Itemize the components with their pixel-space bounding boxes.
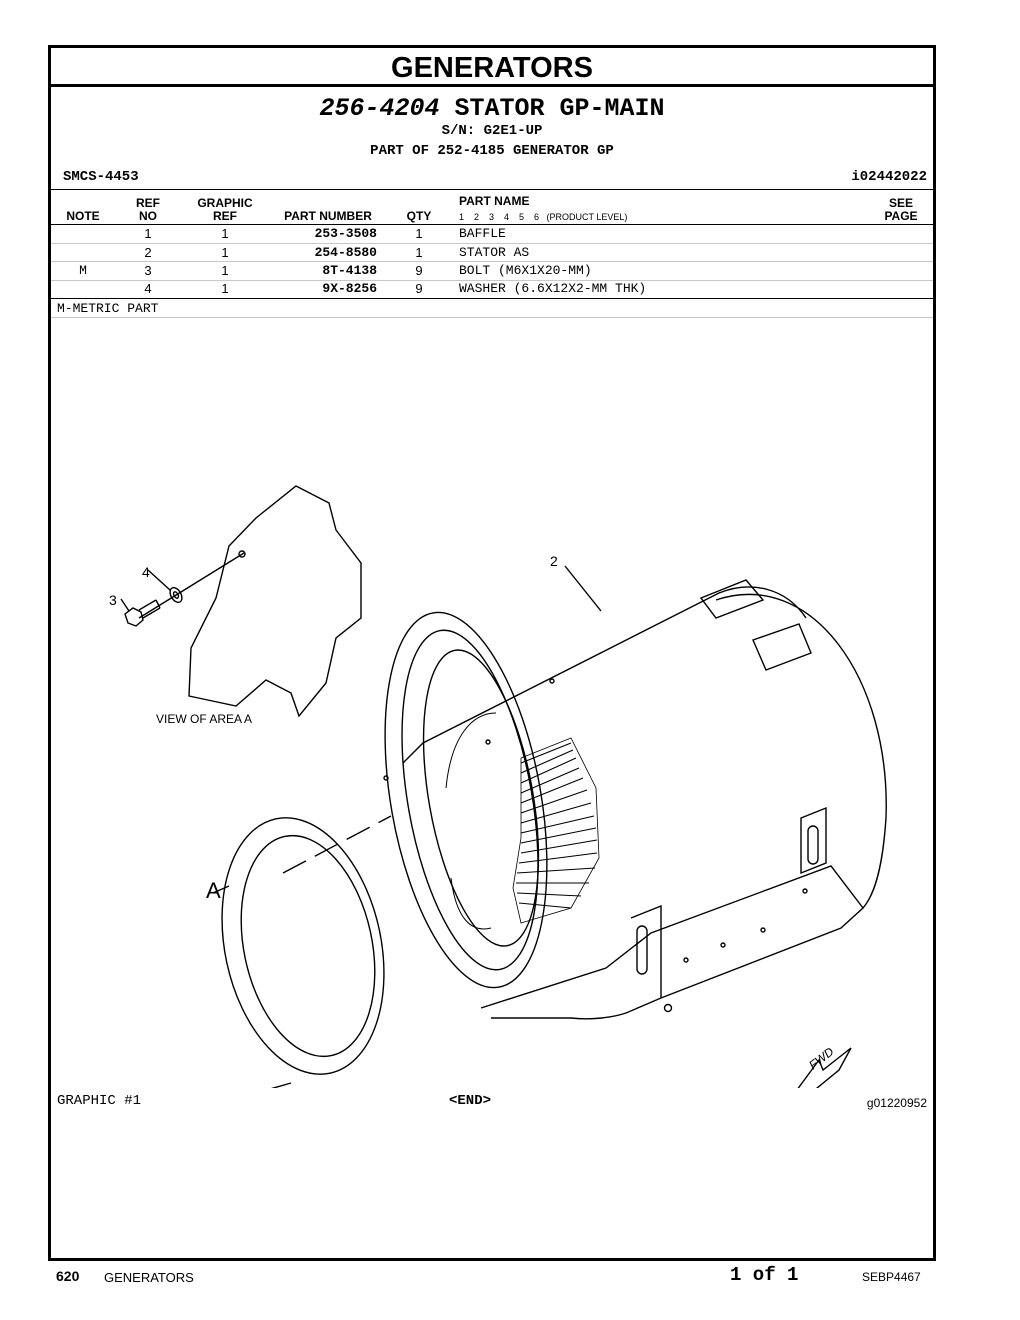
callout-2: 2 [550, 553, 558, 569]
row-part-name: WASHER (6.6X12X2-MM THK) [459, 281, 647, 296]
col-ref-bottom: NO [139, 209, 157, 223]
row-qty: 9 [415, 281, 423, 296]
stator-housing [383, 579, 887, 1020]
row-rule [51, 243, 933, 244]
callout-4: 4 [142, 564, 150, 580]
table-top-rule [51, 189, 933, 190]
col-see-bottom: PAGE [884, 209, 918, 223]
washer-part [169, 586, 183, 604]
baffle-ring [221, 817, 385, 1075]
col-ref-top: REF [136, 196, 160, 210]
footer-section: GENERATORS [104, 1270, 194, 1285]
bolt-part [124, 599, 161, 627]
page-number: 620 [56, 1268, 80, 1284]
row-qty: 1 [415, 226, 423, 241]
row-part-name: STATOR AS [459, 245, 530, 260]
row-qty: 1 [415, 245, 423, 260]
row-ref: 2 [144, 245, 152, 260]
col-see-top: SEE [888, 196, 913, 210]
row-part-number: 9X-8256 [322, 281, 377, 296]
row-graphic: 1 [221, 281, 229, 296]
baffle-fragment [188, 485, 362, 718]
row-part-number: 253-3508 [314, 226, 377, 241]
table-header-rule [51, 224, 933, 225]
row-note: M [79, 263, 87, 278]
doc-id: SEBP4467 [862, 1270, 921, 1284]
bolt-hole [238, 550, 246, 558]
exploded-view-illustration: 4 3 2 1 A VIEW OF AREA A FWD [109, 485, 887, 1088]
row-graphic: 1 [221, 226, 229, 241]
row-ref: 1 [144, 226, 152, 241]
row-graphic: 1 [221, 263, 229, 278]
info-id: i02442022 [851, 169, 927, 185]
row-graphic: 1 [221, 245, 229, 260]
footnote-rule [51, 317, 933, 318]
row-qty: 9 [415, 263, 423, 278]
stator-windings [445, 712, 497, 930]
part-of: PART OF 252-4185 GENERATOR GP [370, 143, 614, 159]
group-title: 256-4204 STATOR GP-MAIN [51, 94, 933, 123]
stator-slots [512, 737, 600, 924]
table-bottom-rule [51, 298, 933, 299]
col-product-levels: 1 2 3 4 5 6 (PRODUCT LEVEL) [459, 212, 628, 222]
end-label: <END> [449, 1093, 492, 1109]
col-qty: QTY [406, 209, 432, 223]
fwd-arrow-icon [797, 1047, 852, 1088]
view-label: VIEW OF AREA A [156, 712, 252, 726]
page-of: 1 of 1 [730, 1264, 799, 1286]
bolt-axis-line [138, 552, 245, 619]
graphic-label: GRAPHIC #1 [57, 1093, 142, 1109]
col-part-number: PART NUMBER [284, 209, 372, 223]
row-part-name: BAFFLE [459, 226, 506, 241]
col-graphic-top: GRAPHIC [197, 196, 253, 210]
row-rule [51, 280, 933, 281]
footnote: M-METRIC PART [57, 301, 159, 316]
row-ref: 3 [144, 263, 152, 278]
col-note: NOTE [66, 209, 100, 223]
row-part-number: 254-8580 [314, 245, 377, 260]
page-frame: GENERATORS 256-4204 STATOR GP-MAIN S/N: … [48, 45, 936, 1261]
group-number: 256-4204 [319, 94, 440, 123]
row-ref: 4 [144, 281, 152, 296]
row-rule [51, 261, 933, 262]
alignment-line [282, 815, 392, 874]
fwd-label: FWD [806, 1044, 836, 1072]
section-title: GENERATORS [51, 48, 933, 87]
serial-number: S/N: G2E1-UP [441, 123, 543, 139]
smcs-code: SMCS-4453 [63, 169, 139, 185]
col-part-name: PART NAME [459, 194, 530, 208]
callout-a: A [206, 878, 221, 903]
group-name: STATOR GP-MAIN [454, 94, 665, 123]
row-part-name: BOLT (M6X1X20-MM) [459, 263, 592, 278]
callout-3: 3 [109, 592, 117, 608]
col-graphic-bottom: REF [213, 209, 237, 223]
row-part-number: 8T-4138 [322, 263, 377, 278]
graphic-id: g01220952 [866, 1096, 927, 1110]
